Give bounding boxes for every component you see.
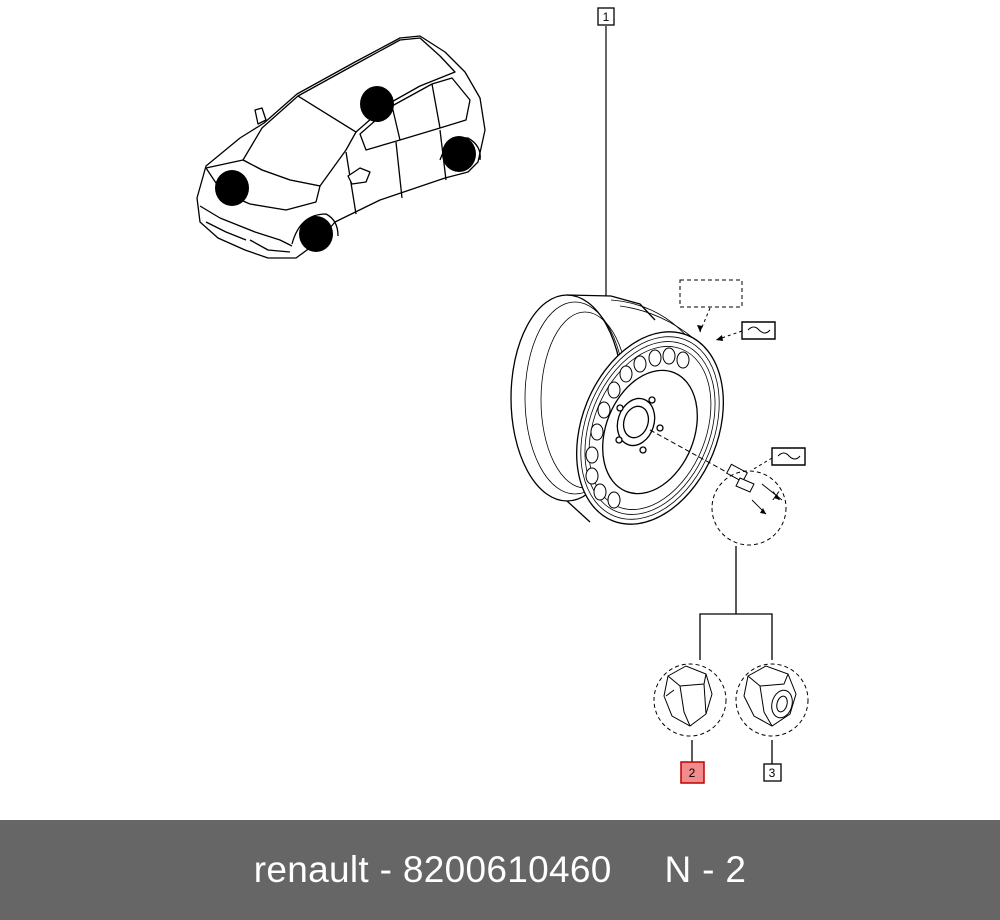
dimension-label: X	[772, 489, 780, 503]
callout-2-number: 2	[689, 766, 696, 780]
part-number: 8200610460	[402, 849, 612, 890]
dashed-reference-box	[679, 279, 743, 308]
nut-leader-lines	[691, 546, 773, 764]
front-right-wheel-marker	[299, 216, 333, 252]
front-left-wheel-marker	[215, 170, 249, 206]
wheel-vent-holes	[585, 347, 690, 509]
callout-2[interactable]: 2	[680, 761, 705, 784]
callout-3[interactable]: 3	[763, 763, 782, 782]
callout-3-number: 3	[769, 766, 776, 780]
part-info-footer: renault - 8200610460 N - 2	[0, 820, 1000, 920]
callout-1[interactable]: 1	[597, 7, 615, 26]
steel-wheel-drawing	[510, 294, 724, 525]
reference-boxes	[679, 279, 776, 341]
torque-symbol-box-top	[741, 321, 776, 340]
wheel-nut-closed	[653, 663, 727, 737]
car-wheel-markers	[215, 86, 476, 252]
rear-right-wheel-marker	[442, 136, 476, 172]
position-label: N - 2	[664, 849, 747, 890]
torque-symbol-box-bolt	[771, 447, 806, 466]
rear-left-wheel-marker	[360, 86, 394, 122]
footer-separator: -	[379, 849, 393, 890]
callout-1-number: 1	[603, 10, 610, 24]
wheel-nut-open	[735, 663, 809, 737]
car-illustration	[196, 35, 486, 259]
wheel-bolt-detail	[649, 429, 806, 546]
bolt-detail-circle	[711, 470, 787, 546]
footer-text: renault - 8200610460 N - 2	[254, 849, 746, 891]
parts-diagram: X 1 2 3	[196, 7, 809, 784]
brand-name: renault	[253, 849, 370, 890]
